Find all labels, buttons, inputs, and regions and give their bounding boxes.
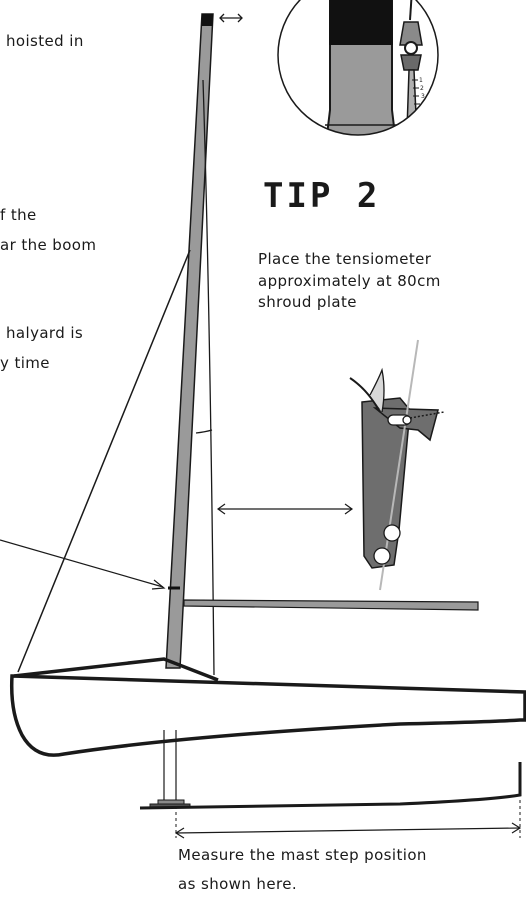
- masthead-arrow: [219, 13, 243, 23]
- mast-step: [149, 730, 191, 809]
- tip-text-line3: shroud plate: [258, 293, 357, 311]
- gauge-tick-6: 6: [424, 117, 428, 124]
- magnified-mast-black-band: [329, 0, 393, 45]
- caption-line2: as shown here.: [178, 875, 297, 893]
- gauge-scale: 1 2 3 4 5 6 7 8: [419, 77, 430, 140]
- gauge-tick-8: 8: [426, 133, 430, 140]
- gauge-tick-5: 5: [423, 109, 427, 116]
- gauge-tick-2: 2: [420, 85, 424, 92]
- tip-text-line2: approximately at 80cm: [258, 272, 441, 290]
- gauge-tick-7: 7: [425, 125, 429, 132]
- tip-title: TIP 2: [263, 176, 381, 216]
- tip-text-line1: Place the tensiometer: [258, 250, 432, 268]
- gauge-tick-1: 1: [419, 77, 423, 84]
- mast-step-measure: [174, 800, 522, 839]
- gauge-tick-3: 3: [421, 93, 425, 100]
- mast: [165, 13, 214, 669]
- shroud: [202, 79, 215, 676]
- forestay: [17, 249, 191, 673]
- boom: [183, 599, 479, 611]
- shroud-wire: [379, 339, 419, 591]
- note-hoisted: hoisted in: [6, 32, 84, 50]
- magnified-shackle: [399, 21, 423, 46]
- note-halyard-line2: y time: [0, 354, 50, 372]
- note-halyard-line1: halyard is: [6, 324, 84, 342]
- note-boom-line2: ar the boom: [0, 236, 97, 254]
- note-boom-line1: f the: [0, 206, 37, 224]
- caption-line1: Measure the mast step position: [178, 846, 427, 864]
- hull-bottom: [139, 762, 522, 810]
- deck-line: [13, 657, 219, 682]
- pointer-arrow: [0, 539, 166, 590]
- tensiometer: [349, 339, 445, 591]
- detail-magnifier: 1 2 3 4 5 6 7 8: [277, 0, 439, 140]
- hull: [9, 674, 526, 757]
- distance-arrow: [216, 503, 354, 515]
